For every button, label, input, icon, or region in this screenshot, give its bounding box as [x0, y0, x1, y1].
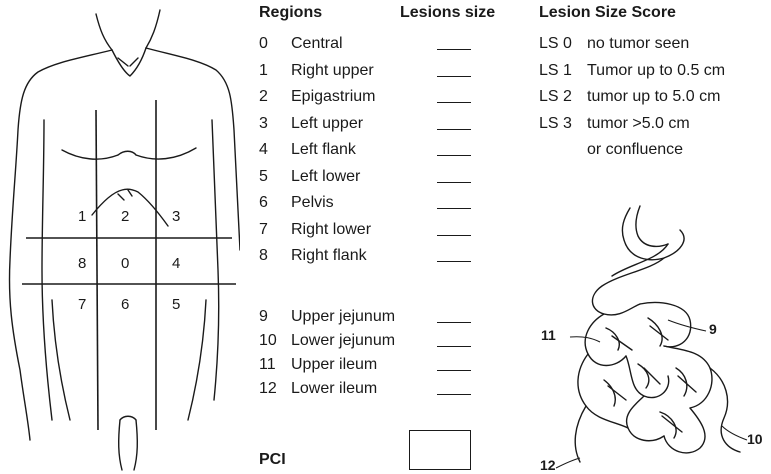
- region-name: Right lower: [291, 217, 371, 243]
- grid-label-4: 4: [172, 255, 180, 272]
- region-number: 4: [259, 137, 268, 163]
- list-item: LS 3 tumor >5.0 cm: [539, 111, 764, 137]
- region-name: Upper jejunum: [291, 304, 395, 330]
- grid-label-1: 1: [78, 208, 86, 225]
- grid-label-3: 3: [172, 208, 180, 225]
- region-name: Right upper: [291, 58, 374, 84]
- intestine-figure: [540, 200, 771, 474]
- score-code: LS 3: [539, 111, 572, 137]
- region-name: Lower ileum: [291, 376, 377, 402]
- lesion-size-blank[interactable]: [437, 370, 471, 371]
- region-number: 7: [259, 217, 268, 243]
- score-description: no tumor seen: [587, 31, 689, 57]
- region-number: 3: [259, 111, 268, 137]
- region-name: Left upper: [291, 111, 363, 137]
- lesion-size-blank[interactable]: [437, 261, 471, 262]
- list-item: 10 Lower jejunum: [259, 328, 499, 354]
- intestine-label-9: 9: [709, 321, 717, 337]
- region-name: Right flank: [291, 243, 367, 269]
- grid-label-7: 7: [78, 296, 86, 313]
- list-item: 5 Left lower: [259, 164, 499, 190]
- intestine-label-10: 10: [747, 431, 763, 447]
- list-item: 8 Right flank: [259, 243, 499, 269]
- list-item: 1 Right upper: [259, 58, 499, 84]
- region-number: 10: [259, 328, 277, 354]
- lesion-size-blank[interactable]: [437, 208, 471, 209]
- list-item: 7 Right lower: [259, 217, 499, 243]
- list-item: 12 Lower ileum: [259, 376, 499, 402]
- list-item: LS 1 Tumor up to 0.5 cm: [539, 58, 764, 84]
- regions-list: 0 Central 1 Right upper 2 Epigastrium 3 …: [259, 31, 499, 271]
- region-name: Upper ileum: [291, 352, 377, 378]
- region-name: Epigastrium: [291, 84, 375, 110]
- region-number: 0: [259, 31, 268, 57]
- region-number: 2: [259, 84, 268, 110]
- score-code: LS 0: [539, 31, 572, 57]
- score-description: or confluence: [587, 137, 683, 163]
- region-number: 11: [259, 352, 276, 378]
- pci-label: PCI: [259, 451, 286, 469]
- region-number: 9: [259, 304, 268, 330]
- bowel-regions-list: 9 Upper jejunum 10 Lower jejunum 11 Uppe…: [259, 304, 499, 414]
- score-description: Tumor up to 0.5 cm: [587, 58, 725, 84]
- region-name: Pelvis: [291, 190, 334, 216]
- lesion-size-blank[interactable]: [437, 102, 471, 103]
- lesion-size-header: Lesions size: [400, 4, 495, 22]
- list-item: 4 Left flank: [259, 137, 499, 163]
- score-description: tumor up to 5.0 cm: [587, 84, 720, 110]
- lesion-size-blank[interactable]: [437, 322, 471, 323]
- region-number: 5: [259, 164, 268, 190]
- lesion-size-blank[interactable]: [437, 76, 471, 77]
- lesion-size-blank[interactable]: [437, 394, 471, 395]
- abdomen-figure: [0, 0, 240, 474]
- region-number: 1: [259, 58, 268, 84]
- lesion-size-blank[interactable]: [437, 155, 471, 156]
- lesion-size-score-header: Lesion Size Score: [539, 4, 676, 22]
- region-number: 6: [259, 190, 268, 216]
- region-name: Lower jejunum: [291, 328, 395, 354]
- intestine-label-12: 12: [540, 457, 556, 473]
- lesion-size-blank[interactable]: [437, 49, 471, 50]
- list-item: LS 0 no tumor seen: [539, 31, 764, 57]
- grid-label-6: 6: [121, 296, 129, 313]
- regions-header: Regions: [259, 4, 322, 22]
- list-item: 2 Epigastrium: [259, 84, 499, 110]
- score-description: tumor >5.0 cm: [587, 111, 690, 137]
- lesion-size-blank[interactable]: [437, 182, 471, 183]
- list-item: or confluence: [539, 137, 764, 163]
- grid-label-2: 2: [121, 208, 129, 225]
- score-code: LS 1: [539, 58, 572, 84]
- region-number: 8: [259, 243, 268, 269]
- region-name: Central: [291, 31, 343, 57]
- list-item: 9 Upper jejunum: [259, 304, 499, 330]
- score-code: LS 2: [539, 84, 572, 110]
- lesion-size-blank[interactable]: [437, 129, 471, 130]
- list-item: 3 Left upper: [259, 111, 499, 137]
- list-item: 11 Upper ileum: [259, 352, 499, 378]
- grid-label-5: 5: [172, 296, 180, 313]
- region-name: Left lower: [291, 164, 360, 190]
- region-name: Left flank: [291, 137, 356, 163]
- lesion-size-blank[interactable]: [437, 346, 471, 347]
- grid-label-8: 8: [78, 255, 86, 272]
- intestine-label-11: 11: [541, 327, 556, 343]
- grid-label-0: 0: [121, 255, 129, 272]
- list-item: 0 Central: [259, 31, 499, 57]
- list-item: LS 2 tumor up to 5.0 cm: [539, 84, 764, 110]
- list-item: 6 Pelvis: [259, 190, 499, 216]
- pci-input-box[interactable]: [409, 430, 471, 470]
- region-number: 12: [259, 376, 277, 402]
- lesion-size-score-legend: LS 0 no tumor seen LS 1 Tumor up to 0.5 …: [539, 31, 764, 171]
- lesion-size-blank[interactable]: [437, 235, 471, 236]
